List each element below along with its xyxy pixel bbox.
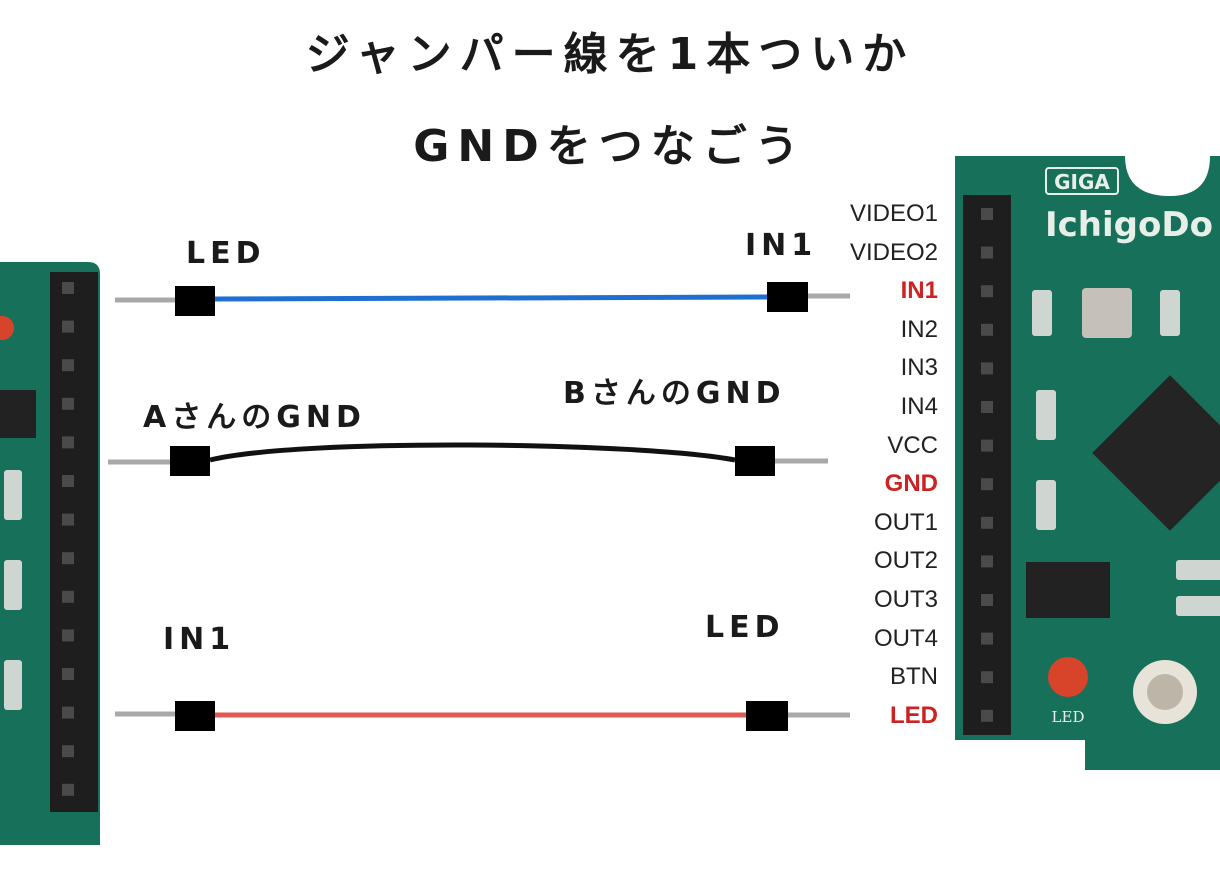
pin-hole [981, 323, 993, 336]
mounting-hole-inner [1147, 674, 1183, 710]
wire-1-left-label: LED [186, 236, 266, 271]
pin-hole [981, 208, 993, 220]
wire-1-right-label: IN1 [745, 228, 818, 263]
pin-label-led: LED [890, 701, 938, 729]
pin-label-out4: OUT4 [873, 624, 938, 652]
led-silk-label: LED [1052, 708, 1085, 726]
right-resistor-4 [1036, 480, 1056, 530]
wire-2 [108, 442, 828, 476]
wire-3 [115, 701, 850, 731]
right-led [1048, 657, 1088, 697]
wire-1-cable [214, 294, 768, 302]
right-resistor-5 [1176, 560, 1220, 580]
right-resistor-3 [1036, 390, 1056, 440]
right-resistor-2 [1160, 290, 1180, 336]
right-small-chip [1026, 562, 1110, 618]
right-pin-header [963, 195, 1011, 735]
wire-2-left-connector [170, 446, 210, 476]
pin-label-in1: IN1 [900, 277, 938, 305]
left-chip [0, 390, 36, 438]
right-pin-holes [981, 208, 993, 722]
pin-hole [62, 320, 74, 333]
pin-label-in4: IN4 [900, 393, 938, 420]
pin-label-video1: VIDEO1 [849, 200, 938, 227]
right-resistor-1 [1032, 290, 1052, 336]
pin-hole [62, 475, 74, 487]
pin-hole [62, 590, 74, 603]
pin-hole [62, 745, 74, 758]
pin-hole [981, 401, 993, 413]
pin-hole [981, 285, 993, 298]
wire-3-left-label: IN1 [163, 622, 236, 657]
left-resistor-2 [4, 560, 22, 610]
pin-hole [62, 783, 74, 796]
wire-1-right-connector [767, 282, 808, 312]
pin-label-in2: IN2 [900, 315, 938, 343]
pin-hole [981, 555, 993, 568]
pin-hole [62, 397, 74, 410]
pin-hole [62, 436, 74, 449]
wire-1-left-connector [175, 286, 215, 316]
pin-hole [62, 552, 74, 565]
pin-label-out1: OUT1 [873, 508, 938, 536]
pin-hole [62, 282, 74, 294]
pin-hole [981, 439, 993, 452]
pin-label-out3: OUT3 [873, 586, 938, 613]
pin-hole [62, 629, 74, 642]
pin-hole [981, 709, 993, 722]
pin-hole [62, 706, 74, 719]
right-board: GIGA IchigoDo LED [955, 156, 1220, 770]
sensor-component [1082, 288, 1132, 338]
pin-hole [981, 671, 993, 684]
wire-1 [115, 282, 850, 316]
wire-2-left-label: AさんのGND [143, 400, 366, 435]
right-resistor-6 [1176, 596, 1220, 616]
pin-hole [62, 359, 74, 372]
title-line-2: GNDをつなごう [413, 121, 807, 172]
pin-hole [981, 362, 993, 375]
pin-hole [981, 478, 993, 491]
pin-label-in3: IN3 [900, 354, 938, 382]
microcontroller-chip [1092, 375, 1220, 531]
pin-hole [62, 668, 74, 680]
left-pin-holes [62, 282, 74, 796]
wire-2-right-label: BさんのGND [563, 376, 786, 411]
pin-label-gnd: GND [884, 470, 938, 498]
wire-3-left-connector [175, 701, 215, 731]
pin-hole [981, 246, 993, 259]
left-board [0, 262, 100, 845]
pin-label-vcc: VCC [887, 431, 938, 459]
brand-box [1045, 167, 1119, 195]
brand-top: GIGA [1054, 170, 1110, 194]
wire-2-cable [209, 442, 736, 463]
pin-hole [62, 513, 74, 526]
left-resistor-3 [4, 660, 22, 710]
wire-3-right-connector [746, 701, 788, 731]
wire-3-right-label: LED [705, 610, 785, 645]
pin-hole [981, 516, 993, 529]
pin-label-btn: BTN [890, 663, 938, 691]
wire-2-right-connector [735, 446, 775, 476]
brand-name: IchigoDo [1045, 205, 1213, 245]
left-pin-header [50, 272, 98, 812]
title-line-1: ジャンパー線を1本ついか [305, 29, 915, 80]
pin-label-video2: VIDEO2 [849, 238, 938, 266]
left-resistor-1 [4, 470, 22, 520]
pin-label-out2: OUT2 [873, 547, 938, 575]
pin-hole [981, 632, 993, 645]
pin-hole [981, 594, 993, 606]
left-led [0, 316, 14, 340]
